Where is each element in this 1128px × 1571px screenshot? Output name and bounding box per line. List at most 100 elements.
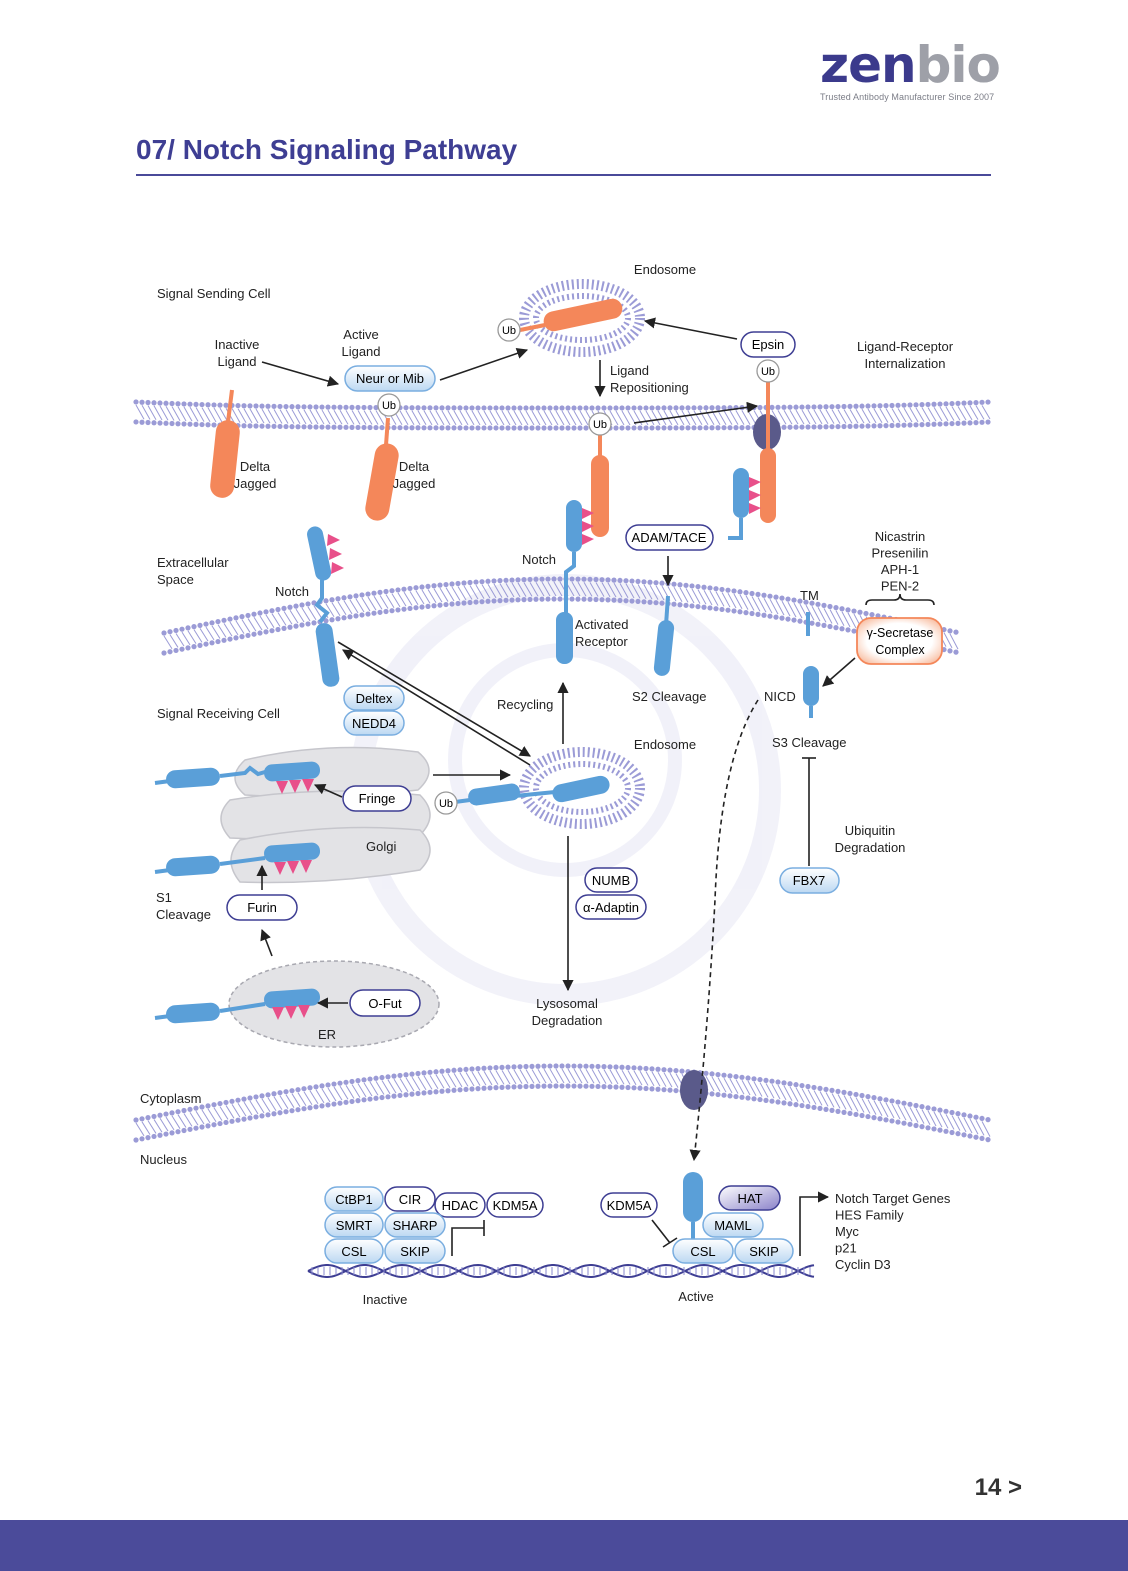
kdm5a-box-inactive: KDM5A [486,1192,544,1218]
svg-text:NEDD4: NEDD4 [352,716,396,731]
hat-box: HAT [718,1185,781,1211]
svg-text:HAT: HAT [737,1191,762,1206]
gamma-secretase-box: γ-Secretase Complex [856,617,943,665]
svg-text:SKIP: SKIP [400,1244,430,1259]
svg-text:CIR: CIR [399,1192,421,1207]
svg-text:CtBP1: CtBP1 [335,1192,373,1207]
ub-circle-1: Ub [377,393,401,417]
sharp-box: SHARP [384,1212,446,1238]
label-signal-sending-cell: Signal Sending Cell [157,286,271,301]
footer-bar [0,1520,1128,1571]
membrane-sending-cell [133,399,991,431]
svg-text:Ub: Ub [502,325,516,337]
arrows [256,317,935,1256]
ligand-receptor-complex [728,380,781,540]
svg-text:Fringe: Fringe [359,791,396,806]
numb-box: NUMB [584,867,638,893]
zenbio-logo: zenbio Trusted Antibody Manufacturer Sin… [820,40,1030,102]
adam-tace-box: ADAM/TACE [625,524,714,551]
ofut-box: O-Fut [349,989,421,1017]
svg-text:Furin: Furin [247,900,277,915]
svg-text:CSL: CSL [690,1244,715,1259]
delta-jagged-ligand-2 [365,417,399,521]
logo-tagline: Trusted Antibody Manufacturer Since 2007 [820,92,995,102]
svg-text:Ub: Ub [593,419,607,431]
svg-text:CSL: CSL [341,1244,366,1259]
skip-box-active: SKIP [734,1238,794,1264]
svg-text:FBX7: FBX7 [793,873,826,888]
svg-text:O-Fut: O-Fut [368,996,402,1011]
page-number: 14 > [974,1474,1022,1501]
endosome-top [519,279,645,357]
csl-box-active: CSL [672,1238,734,1264]
epsin-box: Epsin [740,331,796,358]
label-endosome-top: Endosome [634,262,696,277]
logo-zen: zen [820,36,917,94]
svg-text:MAML: MAML [714,1218,752,1233]
logo-bio: bio [915,36,1001,94]
svg-text:Ub: Ub [382,400,396,412]
label-notch-left: Notch [275,584,309,599]
svg-text:Complex: Complex [875,643,925,657]
svg-text:NUMB: NUMB [592,873,630,888]
er-compartment [228,960,440,1048]
ligand-center [591,433,609,537]
kdm5a-box-active: KDM5A [600,1192,658,1218]
fringe-box: Fringe [342,785,412,812]
label-s3-cleavage: S3 Cleavage [772,735,846,750]
cir-box: CIR [384,1186,436,1212]
deltex-box: Deltex [343,685,405,711]
label-recycling: Recycling [497,697,553,712]
dna-helix [307,1263,815,1279]
delta-jagged-ligand-1 [210,389,240,498]
svg-text:Deltex: Deltex [356,691,393,706]
label-inactive: Inactive [363,1292,408,1307]
svg-text:Neur or Mib: Neur or Mib [356,371,424,386]
svg-text:SMRT: SMRT [336,1218,373,1233]
label-notch-center: Notch [522,552,556,567]
page-title: 07/ Notch Signaling Pathway [136,134,518,165]
endosome-mid [454,747,645,829]
skip-box-inactive: SKIP [384,1238,446,1264]
nedd4-box: NEDD4 [343,710,405,736]
smrt-box: SMRT [324,1212,384,1238]
svg-text:ADAM/TACE: ADAM/TACE [632,530,707,545]
label-er: ER [318,1027,336,1042]
ub-circle-2: Ub [497,318,521,342]
golgi-notch-2 [154,842,321,877]
notch-receptor-center [556,500,594,664]
label-cytoplasm: Cytoplasm [140,1091,201,1106]
svg-text:KDM5A: KDM5A [493,1198,538,1213]
svg-text:HDAC: HDAC [442,1198,479,1213]
ub-circle-5: Ub [434,791,458,815]
label-endosome-mid: Endosome [634,737,696,752]
label-s2-cleavage: S2 Cleavage [632,689,706,704]
svg-text:Epsin: Epsin [752,337,785,352]
neur-mib-box: Neur or Mib [344,365,436,392]
er-notch [154,988,321,1024]
svg-text:Ub: Ub [761,366,775,378]
label-tm: TM [800,588,819,603]
svg-text:α-Adaptin: α-Adaptin [583,900,639,915]
hdac-box: HDAC [434,1192,486,1218]
furin-box: Furin [226,894,298,921]
svg-text:Ub: Ub [439,798,453,810]
ub-circle-4: Ub [756,359,780,383]
fbx7-box: FBX7 [779,867,840,894]
svg-text:γ-Secretase: γ-Secretase [867,626,934,640]
membrane-nucleus [133,1063,991,1143]
label-golgi: Golgi [366,839,396,854]
golgi-notch-1 [154,761,321,794]
